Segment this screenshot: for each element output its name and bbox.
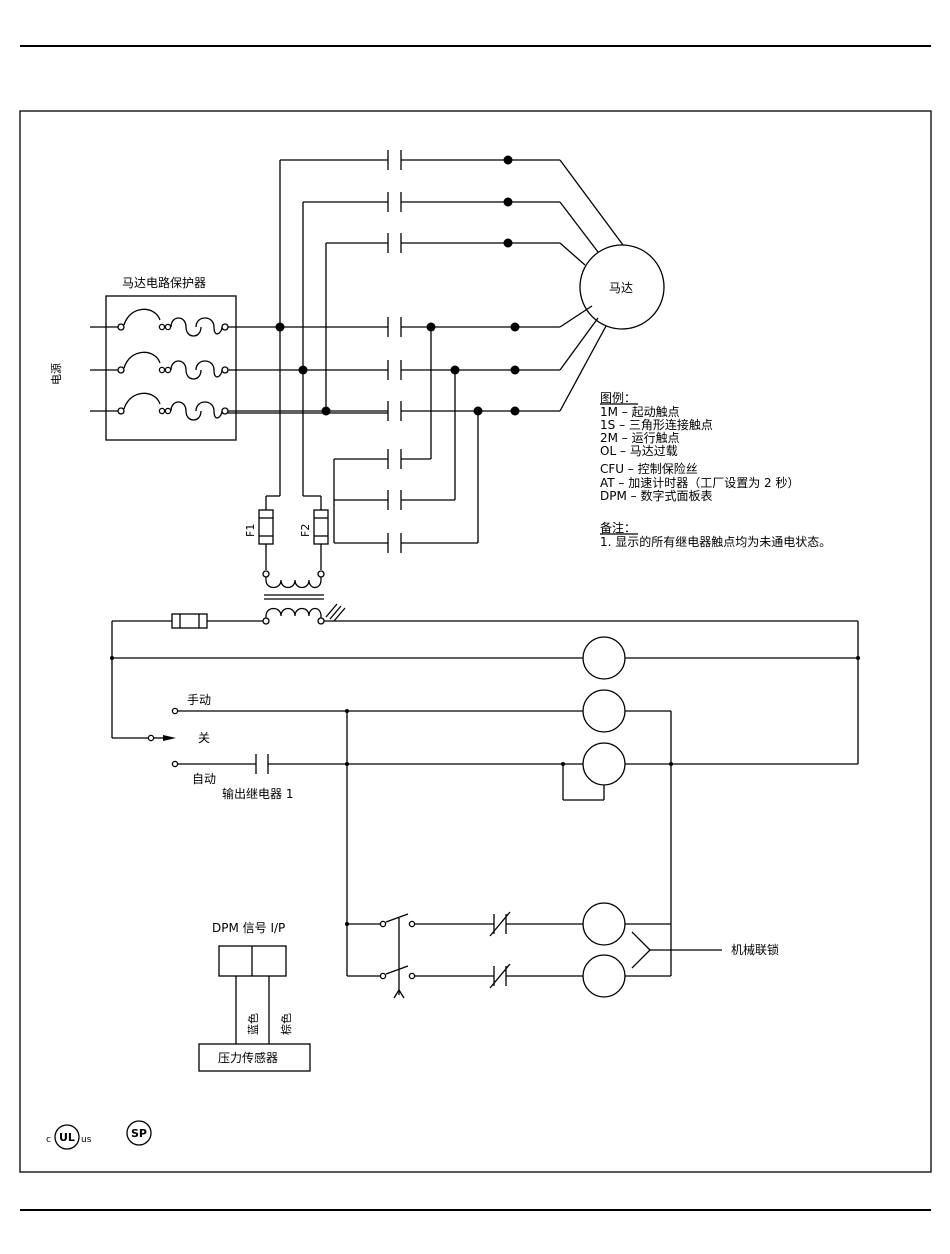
legend-item: OL – 马达过载: [600, 444, 678, 458]
fuse-f1-label: F1: [244, 524, 257, 537]
control-transformer: [263, 571, 345, 624]
junction-dots: [276, 156, 520, 416]
lower-rungs: [345, 709, 583, 998]
interlock-lines: [632, 932, 722, 968]
notes-title: 备注：: [600, 520, 636, 535]
ul-logo: c UL us: [46, 1125, 92, 1149]
legend-title: 图例：: [600, 391, 636, 405]
off-label: 关: [198, 731, 210, 745]
protector-label: 马达电路保护器: [122, 275, 206, 290]
auto-label: 自动: [192, 772, 216, 786]
diagram-frame: [20, 111, 931, 1172]
notes: 备注： 1. 显示的所有继电器触点均为未通电状态。: [600, 520, 831, 549]
control-fuses: [259, 327, 328, 570]
pressure-sensor-label: 压力传感器: [218, 1050, 278, 1065]
output-relay-label: 输出继电器 1: [222, 786, 293, 801]
fuse-f2-label: F2: [299, 524, 312, 537]
ul-mark-text: UL: [59, 1131, 75, 1144]
dpm-signal-label: DPM 信号 I/P: [212, 921, 285, 935]
legend: 图例： 1M – 起动触点 1S – 三角形连接触点 2M – 运行触点 OL …: [600, 391, 800, 503]
brown-wire-label: 棕色: [279, 1013, 293, 1035]
cfu-fuse: [112, 614, 858, 628]
power-label: 电源: [49, 363, 63, 385]
legend-item: 2M – 运行触点: [600, 431, 680, 445]
csa-logo: SP: [127, 1121, 151, 1145]
phase-lines: [228, 306, 606, 413]
csa-mark-text: SP: [131, 1127, 147, 1140]
protector-phases: [90, 309, 228, 420]
legend-item: CFU – 控制保险丝: [600, 461, 698, 476]
control-rails: [110, 621, 860, 764]
note-item: 1. 显示的所有继电器触点均为未通电状态。: [600, 534, 831, 549]
legend-item: DPM – 数字式面板表: [600, 488, 712, 503]
delta-contacts: [334, 327, 478, 543]
control-links: [561, 711, 858, 976]
ul-c-text: c: [46, 1135, 51, 1145]
manual-label: 手动: [187, 693, 211, 707]
legend-item: 1S – 三角形连接触点: [600, 417, 713, 432]
coils: [583, 637, 625, 997]
contact-symbols: [388, 150, 401, 553]
ul-us-text: us: [81, 1135, 92, 1145]
legend-item: 1M – 起动触点: [600, 405, 680, 419]
legend-item: AT – 加速计时器（工厂设置为 2 秒）: [600, 476, 800, 490]
interlock-label: 机械联锁: [731, 942, 779, 957]
blue-wire-label: 蓝色: [246, 1013, 260, 1035]
motor-label: 马达: [609, 281, 633, 295]
start-contacts: [280, 160, 623, 411]
